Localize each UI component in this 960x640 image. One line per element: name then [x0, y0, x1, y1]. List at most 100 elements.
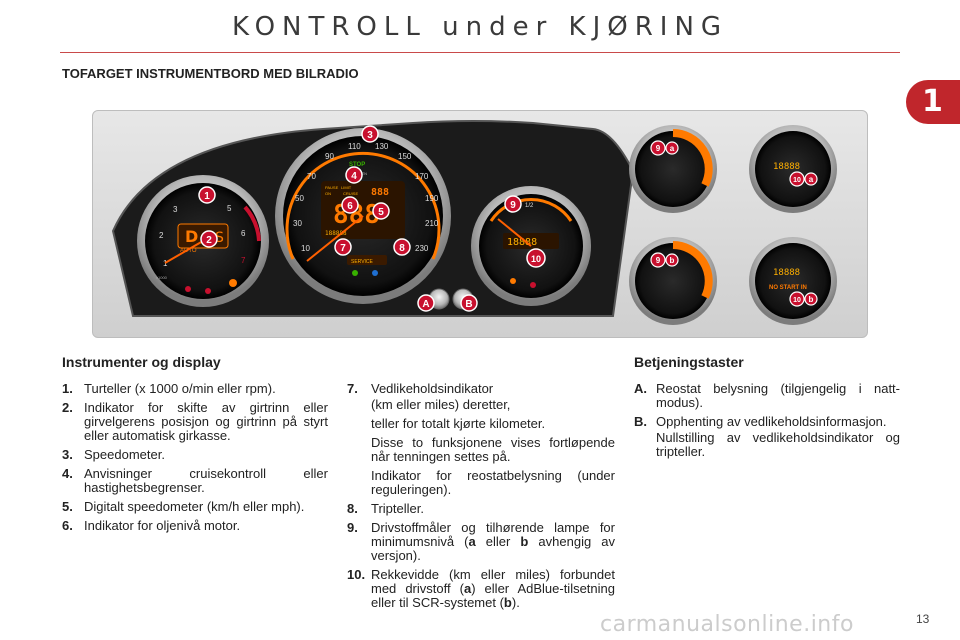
marker-1: 1 [198, 186, 216, 204]
speedo-needle [306, 215, 364, 262]
detail-10a-digits: 18888 [773, 162, 800, 172]
small-speed-digits: 888 [371, 187, 389, 198]
indicator-list: 7.Vedlikeholdsindikator (km eller miles)… [347, 382, 615, 615]
svg-text:4: 4 [351, 171, 357, 182]
page-number: 13 [916, 612, 930, 626]
list-item-continuation: Nullstilling av vedlikeholdsindikator og… [656, 430, 900, 459]
seatbelt-icon [530, 282, 536, 288]
instrument-list: 1.Turteller (x 1000 o/min eller rpm). 2.… [62, 382, 328, 538]
fuel-warning-icon [510, 278, 516, 284]
right-column-title: Betjeningstaster [634, 354, 744, 370]
tacho-needle [164, 240, 204, 264]
list-item: 1.Turteller (x 1000 o/min eller rpm). [62, 381, 276, 396]
instrument-panel-figure: 1 2 3 4 5 6 7 D S AUTO x1000 10 30 50 70… [92, 110, 868, 338]
gear-letter: D [185, 227, 198, 246]
oil-warning-icon [205, 288, 211, 294]
list-item: 6.Indikator for oljenivå motor. [62, 518, 241, 533]
marker-4: 4 [345, 166, 363, 184]
auto-label: AUTO [180, 248, 197, 254]
list-item: 8.Tripteller. [347, 501, 424, 516]
speed-number: 170 [415, 172, 429, 181]
marker-2: 2 [200, 230, 218, 248]
tacho-red-zone [243, 205, 261, 242]
tacho-number: 3 [173, 205, 178, 214]
svg-text:2: 2 [206, 235, 212, 246]
detail-10b-digits: 18888 [773, 268, 800, 278]
rpm-label: x1000 [156, 275, 168, 280]
pause-label: PAUSE [325, 185, 339, 190]
speed-number: 230 [415, 244, 429, 253]
list-item-continuation: Indikator for reostatbelysning (under re… [371, 468, 615, 497]
speed-number: 210 [425, 219, 439, 228]
list-item: 2.Indikator for skifte av girtrinn eller… [62, 400, 328, 443]
svg-text:a: a [809, 175, 814, 184]
svg-text:5: 5 [378, 207, 384, 218]
svg-text:6: 6 [347, 201, 353, 212]
list-item-continuation: Disse to funksjonene vises fortløpende n… [371, 435, 615, 464]
marker-7: 7 [334, 238, 352, 256]
service-display [347, 255, 387, 265]
blue-indicator-icon [372, 270, 378, 276]
speed-number: 190 [425, 194, 439, 203]
list-item-continuation: teller for totalt kjørte kilometer. [371, 416, 546, 431]
fuel-half-label: 1/2 [525, 203, 534, 209]
left-column-title: Instrumenter og display [62, 354, 221, 370]
svg-text:10: 10 [793, 177, 801, 184]
section-title: TOFARGET INSTRUMENTBORD MED BILRADIO [62, 66, 359, 81]
marker-3: 3 [361, 125, 379, 143]
battery-icon [185, 286, 191, 292]
speed-number: 70 [307, 172, 316, 181]
speed-number: 90 [325, 152, 334, 161]
svg-text:10: 10 [793, 297, 801, 304]
list-item: 3.Speedometer. [62, 447, 165, 462]
marker-b: B [460, 294, 478, 312]
speed-number: 150 [398, 152, 412, 161]
marker-9: 9 [504, 195, 522, 213]
tacho-number: 5 [227, 204, 232, 213]
svg-text:a: a [670, 144, 675, 153]
svg-text:10: 10 [531, 254, 541, 264]
instrument-panel-illustration: 1 2 3 4 5 6 7 D S AUTO x1000 10 30 50 70… [111, 120, 837, 325]
controls-list: A.Reostat belysning (tilgjengelig i natt… [634, 382, 900, 464]
on-label: ON [325, 191, 331, 196]
marker-8: 8 [393, 238, 411, 256]
engine-warning-icon [229, 279, 237, 287]
detail-9a-arc [672, 129, 713, 187]
svg-text:3: 3 [367, 130, 373, 141]
limit-label: LIMIT [341, 185, 352, 190]
detail-10b-dial [755, 243, 831, 319]
svg-text:B: B [465, 299, 472, 310]
list-item: A.Reostat belysning (tilgjengelig i natt… [634, 381, 900, 410]
fuel-orange-arc [489, 198, 573, 222]
speed-number: 130 [375, 142, 389, 151]
page-title: KONTROLL under KJØRING [231, 12, 729, 42]
tacho-number: 6 [241, 229, 246, 238]
marker-5: 5 [372, 202, 390, 220]
odometer-digits: 188888 [325, 230, 347, 237]
list-item: 9.Drivstoffmåler og tilhørende lampe for… [347, 520, 615, 563]
speed-number: 110 [348, 142, 361, 151]
list-item: 4.Anvisninger cruisekontroll eller hasti… [62, 466, 328, 495]
marker-10b: 10 b [789, 291, 818, 307]
svg-text:8: 8 [399, 243, 405, 254]
svg-text:7: 7 [340, 243, 346, 254]
green-indicator-icon [352, 270, 358, 276]
speed-number: 50 [295, 194, 304, 203]
stop-label: STOP [349, 162, 365, 168]
watermark: carmanualsonline.info [600, 612, 854, 637]
centre-display [321, 181, 405, 239]
svg-text:A: A [422, 299, 429, 310]
list-item: 7.Vedlikeholdsindikator [347, 381, 494, 396]
fuel-needle [497, 218, 532, 247]
gear-letter-s: S [215, 230, 224, 246]
list-item-continuation: (km eller miles) deretter, [371, 397, 511, 412]
detail-9b-arc [672, 241, 713, 299]
fuel-range-display [503, 233, 559, 249]
marker-a: A [417, 294, 435, 312]
svg-text:b: b [809, 295, 814, 304]
svg-text:1: 1 [204, 191, 210, 202]
svg-text:9: 9 [510, 200, 516, 211]
list-item: 5.Digitalt speedometer (km/h eller mph). [62, 499, 305, 514]
tacho-number: 2 [159, 231, 164, 240]
